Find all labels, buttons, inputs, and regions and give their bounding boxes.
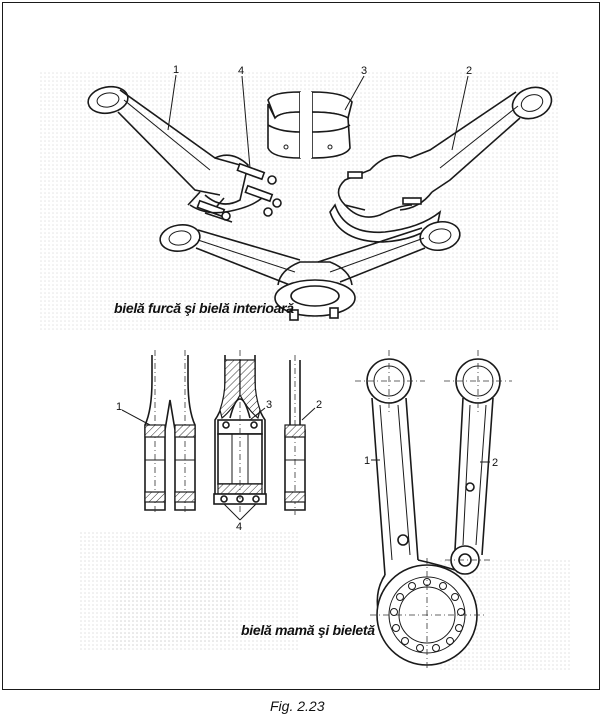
label-bl-2: 2 xyxy=(316,399,322,411)
section-inner-rod xyxy=(284,355,306,515)
master-rod xyxy=(355,350,485,670)
assembled-rods xyxy=(159,220,461,321)
rod-2 xyxy=(329,86,553,243)
label-bl-4: 4 xyxy=(236,521,242,533)
articulated-rod xyxy=(444,350,512,575)
label-br-2: 2 xyxy=(492,457,498,469)
roller-bearing xyxy=(390,578,465,652)
section-fork-rod xyxy=(144,350,196,515)
bearing-shells-3 xyxy=(267,91,353,159)
label-top-3: 3 xyxy=(361,65,367,77)
top-leader-lines xyxy=(167,74,469,169)
label-top-4: 4 xyxy=(238,65,244,77)
label-top-2: 2 xyxy=(466,65,472,77)
figure-label: Fig. 2.23 xyxy=(270,698,325,714)
fork-rod-1 xyxy=(87,85,282,223)
caption-master-rod: bielă mamă şi bieletă xyxy=(241,622,375,638)
section-fork-assembly xyxy=(213,350,267,515)
label-bl-1: 1 xyxy=(116,401,122,413)
bottom-left-leaders xyxy=(121,407,316,521)
label-br-1: 1 xyxy=(364,455,370,467)
label-bl-3: 3 xyxy=(266,399,272,411)
bottom-right-leaders xyxy=(371,459,490,463)
label-top-1: 1 xyxy=(173,64,179,76)
caption-fork-rod: bielă furcă şi bielă interioară xyxy=(114,300,294,316)
